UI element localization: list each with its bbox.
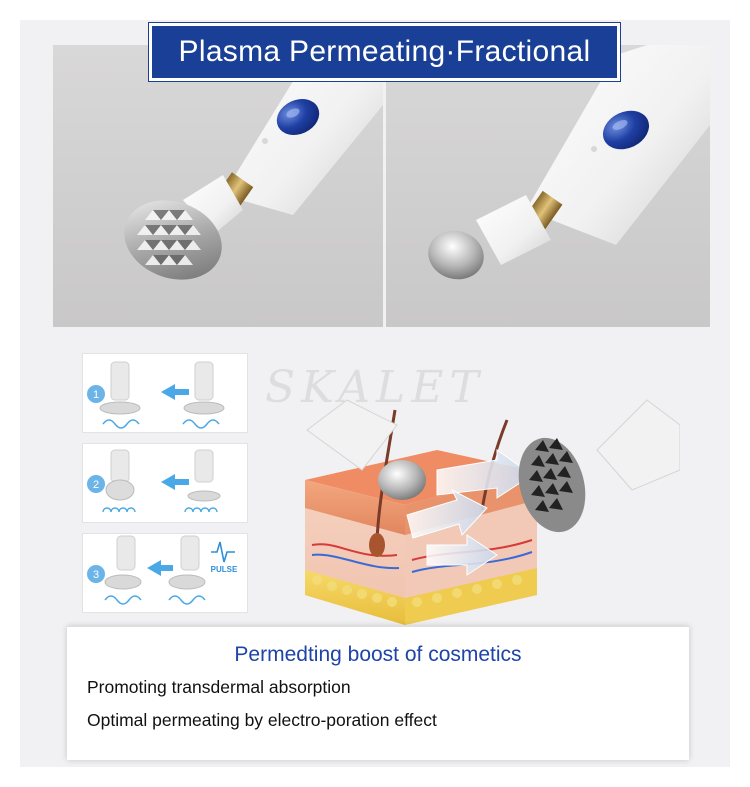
step-number: 2 [93,479,99,491]
pen-grid-head-image [124,45,383,280]
photo-fractional-head [53,45,383,327]
arrow-left-icon [147,560,161,576]
info-box: Permedting boost of cosmetics Promoting … [67,626,689,760]
product-page: Plasma Permeating·Fractional [20,20,730,767]
pen-dome-head-image [428,45,710,280]
title-banner: Plasma Permeating·Fractional [149,23,620,81]
pulse-icon [211,541,235,563]
pulse-badge: PULSE [211,565,238,574]
skin-cross-section-illustration [287,340,681,640]
step-2: 2 [82,443,248,523]
step-number: 1 [93,389,99,401]
info-title: Permedting boost of cosmetics [234,643,522,666]
step-diagrams: 1 2 [82,353,248,623]
step-3: PULSE 3 [82,533,248,613]
info-line-1: Promoting transdermal absorption [87,677,351,697]
watermark-logo: SKALET [265,362,485,413]
arrow-left-icon [161,474,175,490]
arrow-left-icon [161,384,175,400]
step-number: 3 [93,569,99,581]
step-1: 1 [82,353,248,433]
banner-title: Plasma Permeating·Fractional [178,35,591,68]
info-line-2: Optimal permeating by electro-poration e… [87,710,437,730]
photo-dome-head [386,45,710,327]
